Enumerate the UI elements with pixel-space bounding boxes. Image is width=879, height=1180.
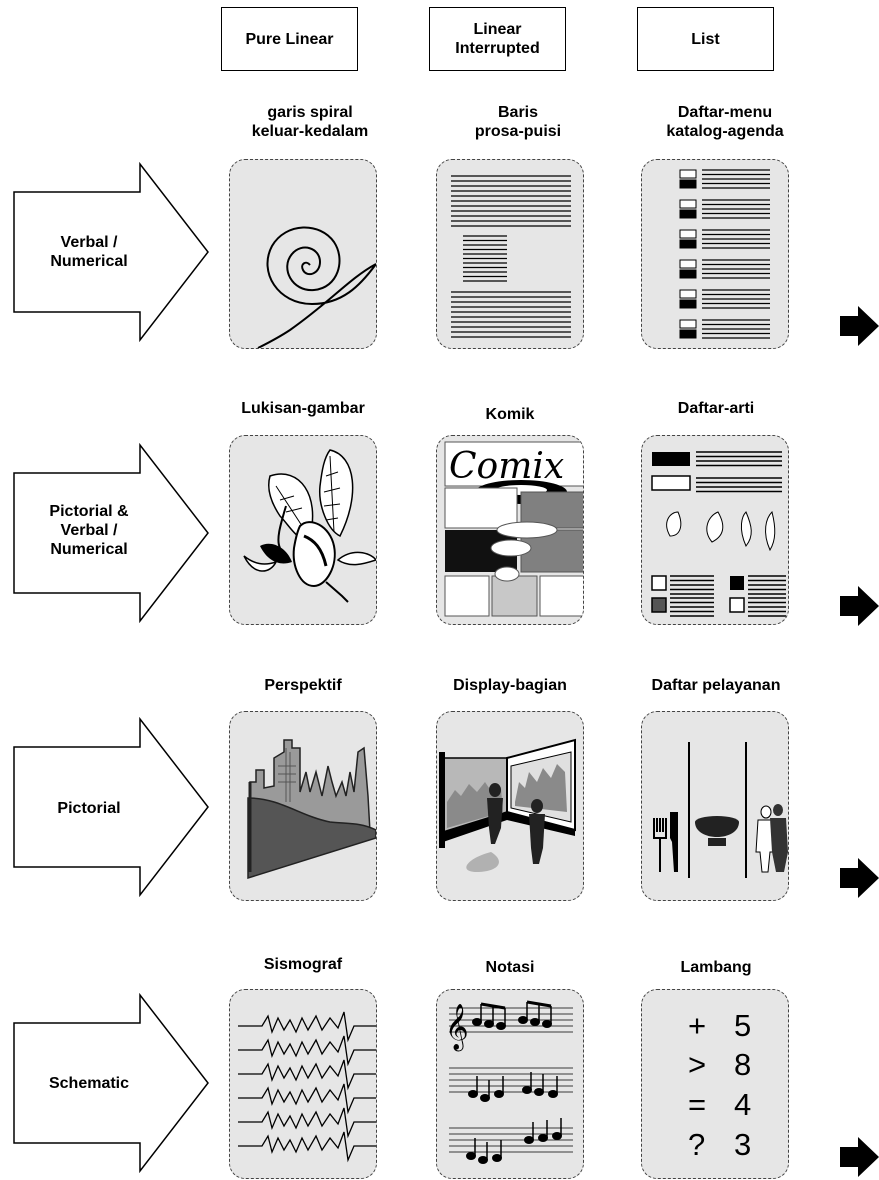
service-icons-graphic [653,742,788,878]
symbol-num: 4 [734,1087,752,1122]
comic-panels-graphic: Comix [444,441,583,617]
card-service-list [641,711,789,901]
text-lines-graphic [451,175,571,338]
row-arrow [13,162,209,342]
card-display [436,711,584,901]
row-arrow [13,717,209,897]
card-glossary [641,435,789,625]
next-arrow-icon [840,306,879,346]
item-label-prose: Baris prosa-puisi [474,104,562,140]
item-label-notation: Notasi [485,959,535,976]
symbol-op: + [688,1008,707,1043]
next-arrow-icon [840,1137,879,1177]
symbol-op: ? [688,1127,706,1162]
glossary-graphic [651,451,786,617]
spiral-graphic [257,226,376,348]
symbol-num: 3 [734,1127,752,1162]
card-menu-catalog [641,159,789,349]
item-label-seismograph: Sismograf [263,956,343,973]
item-label-comic: Komik [485,406,535,423]
next-arrow-icon [840,586,879,626]
card-prose-poetry [436,159,584,349]
leaf-drawing [243,449,376,603]
item-label-menu-catalog: Daftar-menu katalog-agenda [666,104,784,140]
music-notation-graphic: 𝄞 [445,1000,573,1164]
item-label-symbols: Lambang [680,959,752,976]
card-perspective [229,711,377,901]
symbol-num: 8 [734,1047,752,1082]
column-header-linear-interrupted: Linear Interrupted [429,7,566,71]
seismograph-graphic [238,1011,376,1163]
row-label-schematic: Schematic [48,1075,130,1092]
row-arrow [13,993,209,1173]
column-header-pure-linear: Pure Linear [221,7,358,71]
comic-title: Comix [449,446,564,487]
city-perspective-graphic [247,739,376,880]
item-label-perspective: Perspektif [264,677,342,694]
symbol-op: > [688,1047,707,1082]
card-symbols: + 5 > 8 = 4 ? 3 [641,989,789,1179]
menu-list-graphic [679,169,770,339]
symbol-op: = [688,1087,707,1122]
card-seismograph [229,989,377,1179]
item-label-spiral: garis spiral keluar-kedalam [251,104,369,140]
item-label-glossary: Daftar-arti [677,400,755,417]
card-comic: Comix [436,435,584,625]
next-arrow-icon [840,858,879,898]
symbol-num: 5 [734,1008,752,1043]
card-spiral [229,159,377,349]
item-label-painting: Lukisan-gambar [241,400,365,417]
svg-text:𝄞: 𝄞 [445,1004,469,1052]
row-label-pictorial-verbal: Pictorial & Verbal / Numerical [49,503,129,558]
card-notation: 𝄞 [436,989,584,1179]
row-label-pictorial: Pictorial [57,800,121,817]
gallery-display-graphic [439,738,576,872]
item-label-service-list: Daftar pelayanan [651,677,781,694]
column-header-label: Linear Interrupted [455,21,540,57]
card-painting [229,435,377,625]
row-arrow [13,443,209,623]
row-label-verbal-numerical: Verbal / Numerical [50,234,128,270]
column-header-label: Pure Linear [245,30,334,48]
column-header-list: List [637,7,774,71]
column-header-label: List [691,30,720,48]
item-label-display: Display-bagian [453,677,567,694]
